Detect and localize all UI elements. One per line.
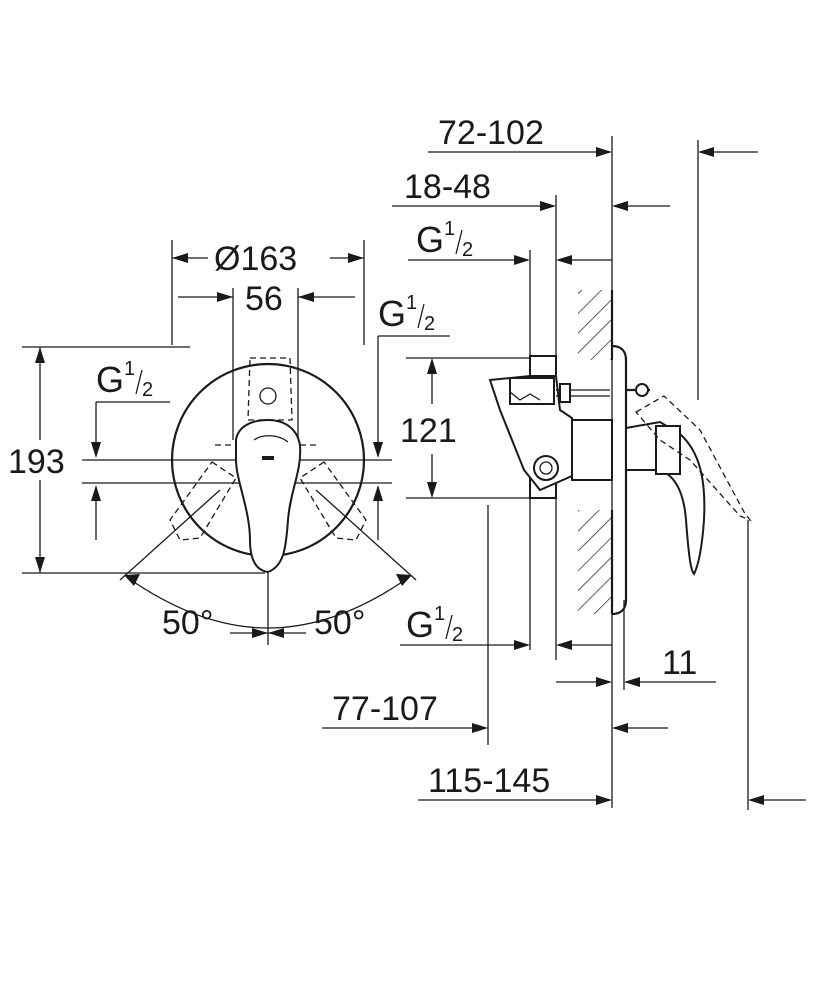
svg-text:2: 2 xyxy=(424,313,435,335)
svg-text:2: 2 xyxy=(462,239,473,261)
side-view: 72-102 18-48 G 1 2 121 xyxy=(322,114,806,810)
handle-left-dashed xyxy=(169,461,237,541)
handle-right-dashed xyxy=(299,461,367,541)
handle-upper-dashed xyxy=(247,357,293,421)
svg-text:G: G xyxy=(406,604,434,645)
valve-body xyxy=(488,355,613,499)
thread-left-label: G 1 2 xyxy=(96,358,153,401)
dim-18-48-label: 18-48 xyxy=(404,168,491,206)
svg-text:2: 2 xyxy=(452,624,463,646)
diameter-label: Ø163 xyxy=(214,240,297,278)
handle-raised-dashed xyxy=(634,395,752,522)
handle-profile xyxy=(625,420,706,576)
dim-115-145-label: 115-145 xyxy=(428,762,550,800)
wall-hatch-upper xyxy=(578,290,612,360)
angle-left-label: 50° xyxy=(162,604,213,642)
angle-right-label: 50° xyxy=(314,604,365,642)
lever-handle xyxy=(235,418,302,574)
thread-bottom-label: G 1 2 xyxy=(406,603,463,646)
thread-top-label: G 1 2 xyxy=(416,218,473,261)
svg-text:1: 1 xyxy=(406,292,417,314)
dim-11-label: 11 xyxy=(662,644,697,682)
height-193-label: 193 xyxy=(8,443,65,481)
svg-text:G: G xyxy=(378,293,406,334)
svg-text:1: 1 xyxy=(434,603,445,625)
svg-text:2: 2 xyxy=(142,379,153,401)
escutcheon-profile xyxy=(611,344,628,616)
thread-right-label: G 1 2 xyxy=(378,292,435,335)
dim-72-102-label: 72-102 xyxy=(438,114,544,152)
dim-121-label: 121 xyxy=(400,412,457,450)
width-56-label: 56 xyxy=(245,280,283,318)
svg-text:1: 1 xyxy=(444,218,455,240)
svg-text:G: G xyxy=(416,219,444,260)
front-view: Ø163 56 193 G 1 2 xyxy=(8,240,450,645)
svg-text:G: G xyxy=(96,359,124,400)
svg-text:1: 1 xyxy=(124,358,135,380)
dim-77-107-label: 77-107 xyxy=(332,690,438,728)
wall-hatch-lower xyxy=(578,510,612,614)
